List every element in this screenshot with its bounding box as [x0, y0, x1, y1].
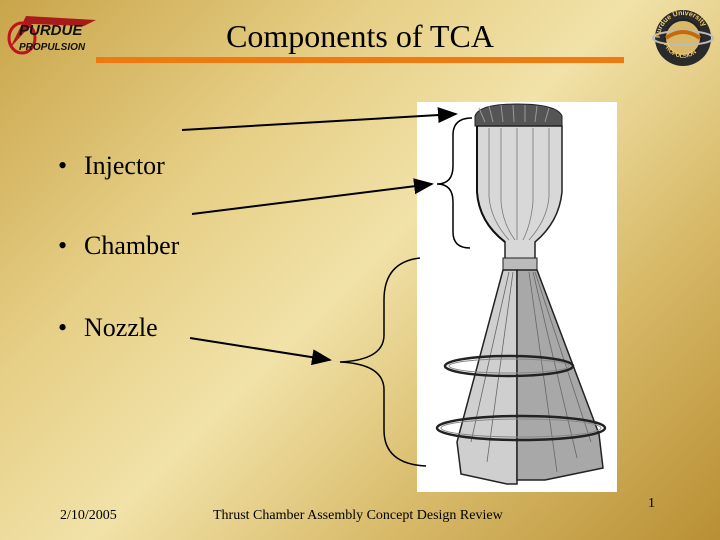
title-underline — [96, 57, 624, 63]
bullet-marker: • — [58, 313, 68, 342]
bullet-marker: • — [58, 231, 68, 260]
thrust-chamber-illustration-icon — [417, 102, 617, 492]
injector-arrow — [181, 107, 458, 131]
bullet-marker: • — [58, 151, 68, 180]
purdue-university-propulsion-seal-icon: Purdue University PROPULSION — [652, 10, 714, 66]
bullet-label: Chamber — [84, 231, 180, 260]
purdue-propulsion-logo-icon: PURDUE PROPULSION — [7, 16, 96, 55]
bullet-nozzle: • Nozzle — [58, 313, 158, 343]
bullet-injector: • Injector — [58, 151, 165, 181]
chamber-brace — [436, 117, 473, 249]
logo-left-line2: PROPULSION — [19, 42, 86, 53]
page-number: 1 — [648, 496, 655, 511]
bullet-label: Injector — [84, 151, 165, 180]
logo-left-line1: PURDUE — [19, 22, 83, 39]
nozzle-arrow — [189, 337, 332, 366]
page-title: Components of TCA — [226, 18, 494, 54]
nozzle-brace — [339, 257, 427, 467]
chamber-arrow — [191, 178, 434, 215]
footer-title: Thrust Chamber Assembly Concept Design R… — [213, 508, 503, 523]
bullet-label: Nozzle — [84, 313, 158, 342]
footer-date: 2/10/2005 — [60, 508, 117, 523]
bullet-chamber: • Chamber — [58, 231, 179, 261]
